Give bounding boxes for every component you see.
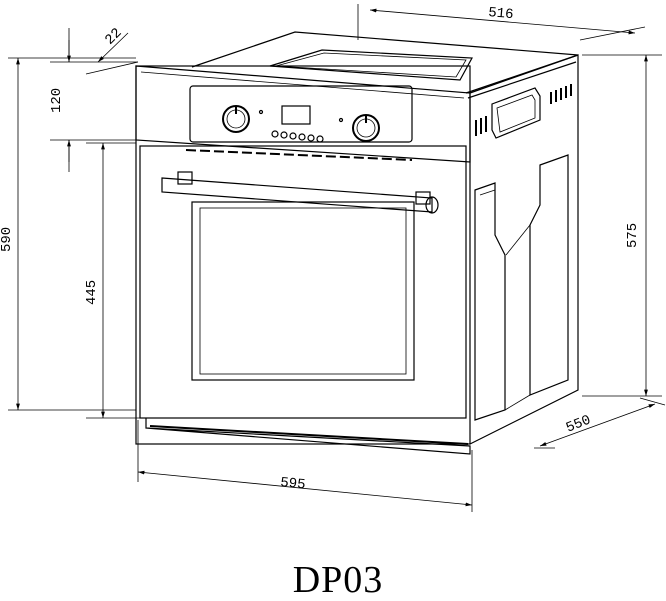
dim-panel-height: 120 — [49, 28, 138, 172]
dim-front-width: 595 — [137, 420, 473, 512]
control-panel — [135, 65, 471, 163]
dim-front-offset: 22 — [85, 25, 139, 75]
control-buttons — [271, 130, 324, 143]
top-opening — [269, 49, 473, 81]
door-handle — [161, 171, 439, 214]
oven-door — [139, 145, 467, 419]
model-label: DP03 — [293, 559, 384, 601]
dim-label-front-width: 595 — [280, 475, 307, 493]
door-window — [191, 201, 415, 381]
display-screen — [281, 105, 311, 125]
side-handle-slot — [491, 87, 541, 139]
oven-base — [145, 418, 471, 455]
dim-label-front-offset: 22 — [102, 25, 125, 48]
dim-top-depth: 516 — [357, 4, 646, 41]
oven-top-surface — [191, 31, 579, 94]
dim-label-top-depth: 516 — [488, 5, 515, 23]
dim-label-door-height: 445 — [84, 280, 100, 305]
side-rail — [474, 182, 506, 421]
dim-label-total-height: 590 — [0, 227, 15, 252]
dim-door-height: 445 — [84, 142, 140, 419]
dimensions: 516 22 120 590 — [0, 4, 666, 512]
dim-label-panel-height: 120 — [49, 88, 65, 113]
oven-side — [467, 54, 579, 445]
front-frame — [135, 65, 471, 445]
dim-side-depth: 550 — [534, 397, 666, 449]
dim-label-side-height: 575 — [625, 223, 641, 248]
dim-side-height: 575 — [582, 54, 662, 397]
left-knob — [222, 105, 250, 133]
vent-strip — [185, 149, 413, 161]
dim-total-height: 590 — [0, 57, 136, 411]
oven-body — [135, 31, 579, 455]
right-knob — [352, 114, 380, 142]
dim-label-side-depth: 550 — [564, 412, 593, 436]
side-vents — [475, 84, 572, 136]
